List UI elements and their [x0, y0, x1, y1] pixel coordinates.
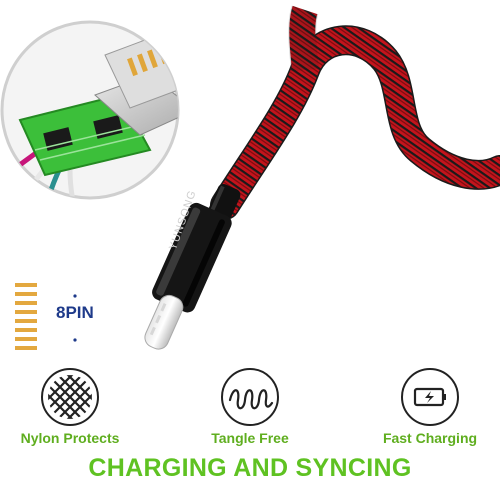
plug-housing: [152, 202, 232, 313]
feature-label: Nylon Protects: [20, 430, 120, 446]
pin-strip-icon: [15, 283, 37, 350]
feature-label: Fast Charging: [382, 430, 478, 446]
cable-braid: [211, 26, 500, 219]
battery-charging-icon: [401, 368, 459, 426]
headline: CHARGING AND SYNCING: [88, 454, 412, 482]
feature-tangle: Tangle Free: [190, 367, 310, 447]
pin-count-label: 8PIN: [56, 303, 94, 322]
lightning-tip: [144, 294, 184, 350]
feature-fast-charging: Fast Charging: [370, 367, 490, 447]
braid-icon: [41, 368, 99, 426]
feature-nylon: Nylon Protects: [10, 367, 130, 447]
coil-icon: [221, 368, 279, 426]
feature-label: Tangle Free: [211, 430, 289, 446]
